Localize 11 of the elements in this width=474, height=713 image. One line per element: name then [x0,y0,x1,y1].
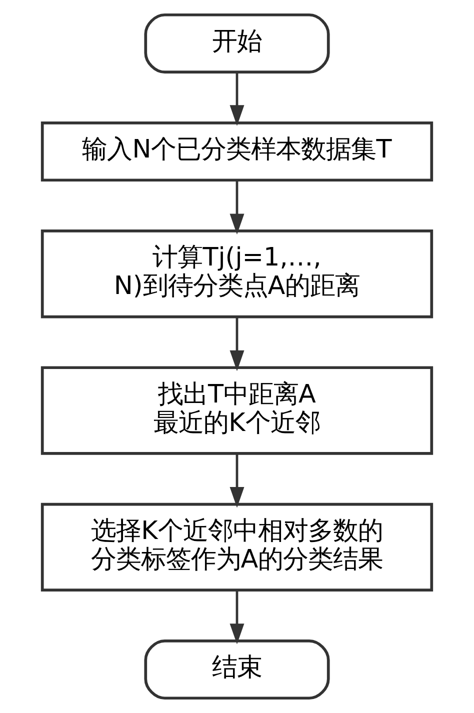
node-box: 开始 [144,13,330,74]
arrow [230,454,244,508]
node-box: 选择K个近邻中相对多数的分类标签作为A的分类结果 [40,502,434,592]
node-box: 结束 [144,640,330,700]
arrow [230,180,244,234]
node-box: 计算Tj(j=1,…,N)到待分类点A的距离 [40,230,434,318]
node-box: 输入N个已分类样本数据集T [40,122,434,182]
arrow [230,590,244,644]
arrow [230,72,244,126]
node-box: 找出T中距离A最近的K个近邻 [40,366,434,455]
arrow [230,316,244,372]
